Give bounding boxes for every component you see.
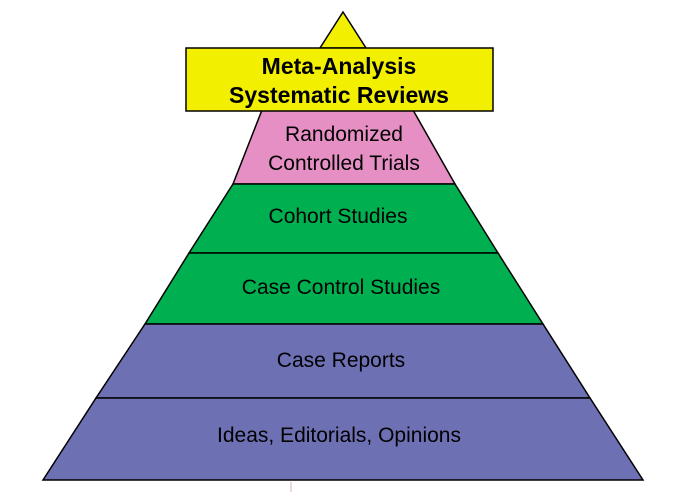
cohort-label: Cohort Studies [269,205,408,228]
rct-label-line-1: Randomized [285,123,403,146]
ideas-label: Ideas, Editorials, Opinions [217,424,461,447]
pyramid-apex-segment [318,10,368,49]
meta-analysis-label: Meta-Analysis [262,53,417,79]
case-control-label: Case Control Studies [242,276,440,299]
pyramid-segment-ideas [41,397,645,481]
rct-label-line-2: Controlled Trials [268,152,420,175]
systematic-reviews-label: Systematic Reviews [229,82,449,108]
case-reports-label: Case Reports [277,349,405,372]
meta-analysis-box [185,47,494,112]
